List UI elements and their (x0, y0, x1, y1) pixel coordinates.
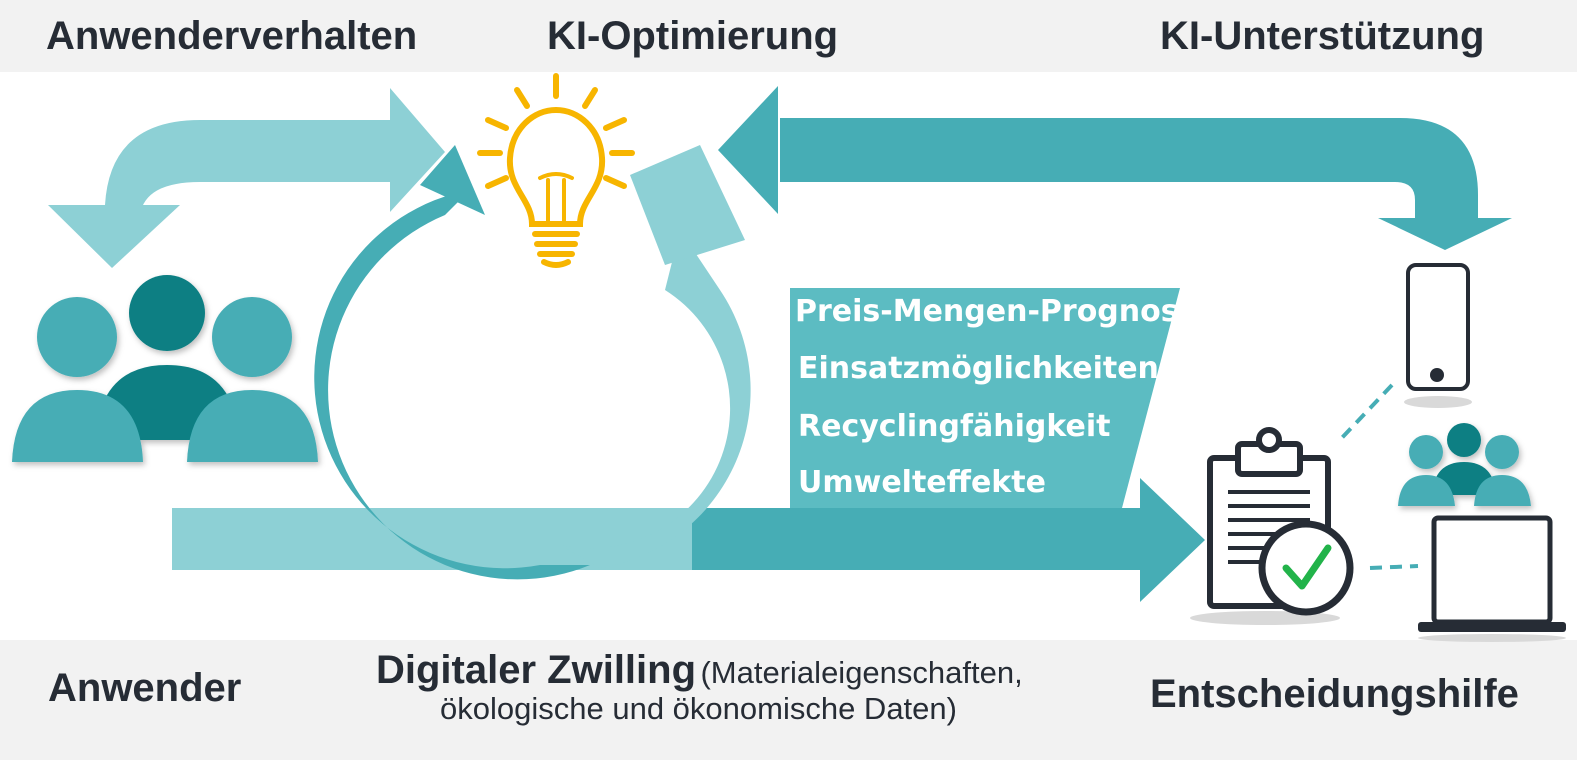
features-panel (790, 288, 1180, 508)
header-band (0, 0, 1577, 72)
footer-band (0, 640, 1577, 760)
connector-phone (1336, 383, 1394, 444)
lightbulb-icon (477, 73, 635, 268)
cycle-arrow-light-head (630, 145, 745, 265)
cycle-arrow-light (560, 230, 751, 568)
connector-laptop (1369, 564, 1419, 570)
cycle-arrow-dark-head (420, 145, 485, 215)
label-decision-aid: Entscheidungshilfe (1150, 672, 1519, 716)
digital-twin-title: Digitaler Zwilling (376, 648, 697, 692)
users-group-icon (12, 275, 318, 462)
behavior-arrow-head (48, 205, 180, 268)
label-ai-support: KI-Unterstützung (1160, 14, 1485, 58)
feature-item: Recyclingfähigkeit (798, 409, 1111, 444)
label-user: Anwender (48, 666, 242, 710)
digital-twin-paren-line1: (Materialeigenschaften, (700, 655, 1023, 690)
feature-item: Preis-Mengen-Prognose (795, 294, 1199, 329)
laptop-icon (1418, 515, 1566, 642)
support-arrow-tip (1378, 218, 1512, 250)
feature-item: Umwelteffekte (798, 465, 1046, 500)
digital-twin-label: Digitaler Zwilling (Materialeigenschafte… (376, 648, 1136, 727)
behavior-arrow (105, 88, 445, 215)
support-arrow (780, 118, 1478, 218)
feature-item: Einsatzmöglichkeiten (798, 351, 1159, 386)
support-arrow-head (718, 86, 778, 214)
label-ai-optimization: KI-Optimierung (547, 14, 839, 58)
label-user-behavior: Anwenderverhalten (46, 14, 418, 58)
smartphone-icon (1404, 263, 1472, 408)
users-small-icon (1398, 423, 1531, 506)
digital-twin-paren-line2: ökologische und ökonomische Daten) (440, 691, 957, 726)
clipboard-check-icon (1190, 427, 1354, 625)
bottom-flow-arrow-head (692, 478, 1205, 602)
